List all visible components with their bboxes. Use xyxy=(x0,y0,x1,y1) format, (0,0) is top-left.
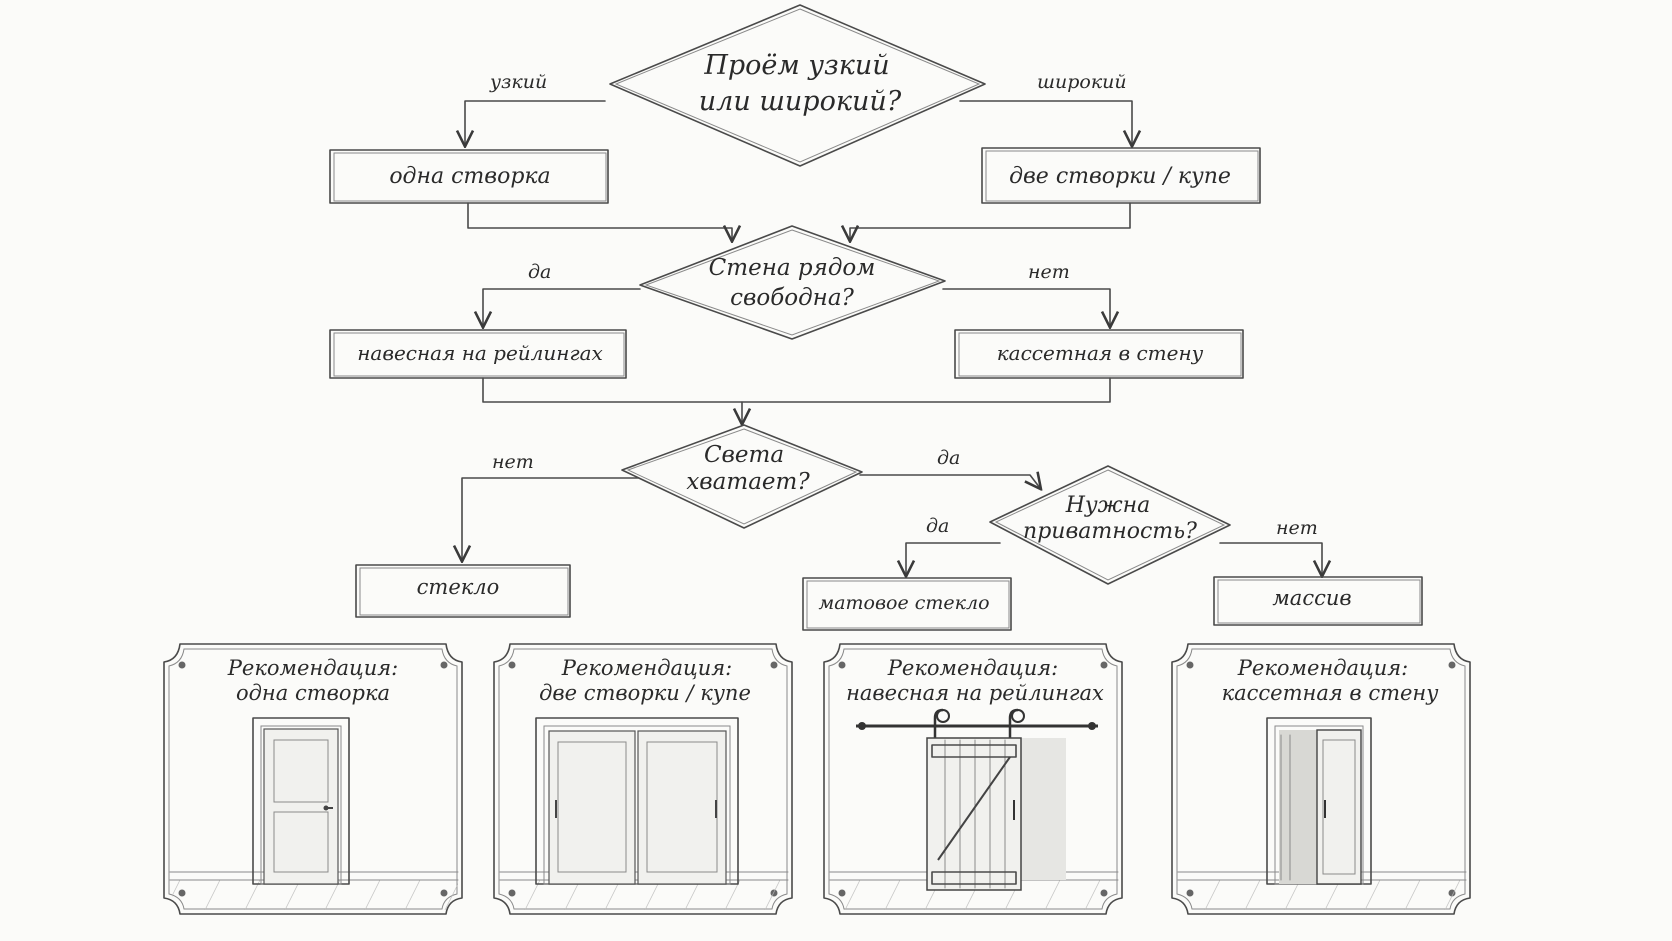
label-light-no: нет xyxy=(492,451,534,473)
card-barn-title: Рекомендация: xyxy=(887,656,1058,680)
label-narrow: узкий xyxy=(489,71,547,93)
edge-light-yes xyxy=(859,475,1040,488)
edge-wide xyxy=(959,100,1132,145)
edge-labels: узкий широкий да нет нет да да нет xyxy=(489,71,1318,539)
edge-merge xyxy=(482,377,1111,403)
label-wall-yes: да xyxy=(528,261,551,283)
box-solid: массив xyxy=(1213,576,1423,626)
box-barn-label: навесная на рейлингах xyxy=(357,341,603,365)
card-cassette-subtitle: кассетная в стену xyxy=(1222,681,1440,705)
edge-privacy-no xyxy=(1219,542,1322,575)
edge-light-no xyxy=(462,477,639,560)
edge-narrow xyxy=(465,100,606,145)
double-sliding-door-icon xyxy=(499,717,789,910)
decision-privacy: Нужна приватность? xyxy=(989,465,1231,585)
decision-width: Проём узкий или широкий? xyxy=(609,4,986,167)
label-privacy-yes: да xyxy=(926,515,949,537)
decision-light-line1: Света xyxy=(704,442,784,468)
card-single-title: Рекомендация: xyxy=(227,656,398,680)
decision-width-line2: или широкий? xyxy=(699,86,902,117)
box-glass: стекло xyxy=(355,564,571,618)
pocket-door-icon xyxy=(1177,717,1467,910)
card-double-subtitle: две створки / купе xyxy=(539,681,751,705)
barn-door-icon xyxy=(829,708,1119,910)
card-cassette: Рекомендация: кассетная в стену xyxy=(1171,643,1471,915)
card-single: Рекомендация: одна створка xyxy=(163,643,463,915)
label-light-yes: да xyxy=(937,447,960,469)
decision-privacy-line2: приватность? xyxy=(1023,519,1197,544)
card-double: Рекомендация: две створки / купе xyxy=(493,643,793,915)
box-solid-label: массив xyxy=(1272,586,1351,610)
edge-wall-yes xyxy=(483,288,641,326)
label-wall-no: нет xyxy=(1028,261,1070,283)
decision-wall-line2: свободна? xyxy=(730,285,854,311)
box-frosted: матовое стекло xyxy=(802,577,1012,631)
card-double-title: Рекомендация: xyxy=(561,656,732,680)
box-double-label: две створки / купе xyxy=(1009,164,1231,189)
label-privacy-no: нет xyxy=(1276,517,1318,539)
decision-width-line1: Проём узкий xyxy=(703,50,889,81)
edge-privacy-yes xyxy=(906,542,1001,575)
edge-wall-no xyxy=(942,288,1110,326)
card-single-subtitle: одна створка xyxy=(236,681,390,705)
box-single: одна створка xyxy=(329,149,609,204)
decision-light: Света хватает? xyxy=(621,424,863,529)
decision-wall-line1: Стена рядом xyxy=(709,255,876,281)
single-door-icon xyxy=(169,717,459,910)
card-barn-subtitle: навесная на рейлингах xyxy=(846,681,1104,705)
edge-double-to-wall xyxy=(850,202,1131,240)
box-cassette-label: кассетная в стену xyxy=(997,341,1204,365)
box-barn: навесная на рейлингах xyxy=(329,329,627,379)
box-single-label: одна створка xyxy=(389,164,550,189)
label-wide: широкий xyxy=(1037,71,1127,93)
card-barn: Рекомендация: навесная на рейлингах xyxy=(823,643,1123,915)
box-double: две створки / купе xyxy=(981,147,1261,204)
box-cassette: кассетная в стену xyxy=(954,329,1244,379)
edges xyxy=(462,100,1322,575)
decision-wall: Стена рядом свободна? xyxy=(639,225,946,340)
card-cassette-title: Рекомендация: xyxy=(1237,656,1408,680)
box-frosted-label: матовое стекло xyxy=(818,592,989,614)
decision-light-line2: хватает? xyxy=(686,469,810,495)
decision-privacy-line1: Нужна xyxy=(1065,493,1151,518)
box-glass-label: стекло xyxy=(417,575,500,599)
edge-single-to-wall xyxy=(467,202,732,240)
